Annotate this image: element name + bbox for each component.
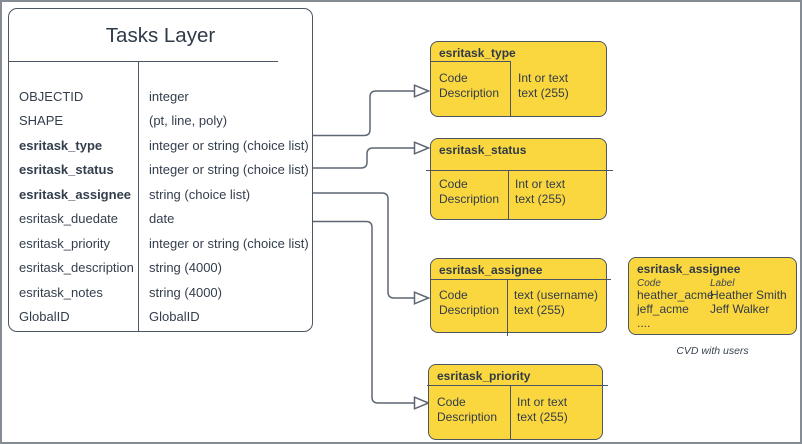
- field-name: esritask_duedate: [19, 211, 119, 227]
- cvd-field: Description: [439, 85, 500, 100]
- arrowhead-esritask-priority: [413, 396, 431, 410]
- cvd-type: text (255): [517, 409, 568, 424]
- cvd-field: Code: [439, 288, 468, 302]
- cvd-type-column: Int or text text (255): [518, 71, 569, 100]
- field-name: esritask_priority: [19, 235, 111, 251]
- cvd-box-title: esritask_priority: [437, 369, 531, 383]
- table-title: Tasks Layer: [105, 24, 216, 47]
- connector-esritask-priority: [313, 220, 415, 404]
- cvd-type: text (255): [518, 85, 569, 100]
- cvd-field: Code: [439, 177, 468, 191]
- field-name: esritask_description: [19, 260, 134, 276]
- cvd-box-esritask-type[interactable]: esritask_type Code Description Int or te…: [430, 41, 607, 117]
- cvd-field-column: Code Description: [439, 288, 499, 317]
- cvd-type: Int or text: [517, 395, 568, 409]
- value-code: jeff_acme: [637, 301, 689, 316]
- value-code: heather_acme: [637, 288, 714, 302]
- connector-esritask-assignee: [313, 192, 415, 299]
- cvd-type-column: Int or text text (255): [517, 395, 568, 424]
- column-divider-line: [508, 169, 510, 219]
- assignee-values-box[interactable]: esritask_assignee Code Label heather_acme…: [628, 257, 797, 335]
- values-box-title: esritask_assignee: [637, 262, 741, 276]
- title-underline: [426, 169, 613, 171]
- value-row: jeff_acme Jeff Walker: [637, 301, 787, 317]
- cvd-field-column: Code Description: [439, 177, 499, 206]
- field-name: esritask_assignee: [19, 186, 132, 202]
- cvd-field: Description: [439, 191, 500, 206]
- values-column-headers: Code Label: [637, 278, 792, 289]
- cvd-type: Int or text: [515, 177, 566, 191]
- column-divider-line: [507, 278, 509, 336]
- cvd-field-column: Code Description: [439, 71, 499, 100]
- cvd-box-title: esritask_status: [439, 143, 527, 157]
- cvd-box-esritask-priority[interactable]: esritask_priority Code Description Int o…: [427, 364, 608, 440]
- tasks-layer-table[interactable]: Tasks Layer OBJECTID SHAPE esritask_type…: [8, 8, 313, 332]
- field-name: esritask_notes: [19, 284, 103, 300]
- field-type: string (choice list): [149, 186, 251, 202]
- arrowhead-esritask-assignee: [413, 291, 431, 305]
- cvd-box-esritask-assignee[interactable]: esritask_assignee Code Description text …: [430, 258, 611, 336]
- value-row: ....: [637, 315, 787, 331]
- value-label: Heather Smith: [710, 288, 787, 302]
- cvd-type-column: text (username) text (255): [514, 288, 598, 317]
- cvd-type: text (255): [514, 302, 565, 317]
- label-column-header: Label: [710, 278, 735, 289]
- cvd-field-column: Code Description: [437, 395, 497, 424]
- code-column-header: Code: [637, 278, 661, 289]
- cvd-field: Description: [439, 302, 500, 317]
- field-name: OBJECTID: [19, 89, 84, 104]
- field-name: esritask_type: [19, 137, 103, 153]
- field-type: date: [149, 211, 175, 227]
- title-underline: [427, 384, 608, 386]
- connector-esritask-status: [313, 147, 415, 169]
- arrowhead-esritask-status: [413, 141, 431, 155]
- cvd-type: text (username): [514, 288, 599, 302]
- field-type: integer: [149, 89, 189, 104]
- value-row: heather_acmeHeather Smith: [637, 288, 787, 303]
- field-name: SHAPE: [19, 113, 64, 129]
- cvd-type: Int or text: [518, 71, 569, 85]
- cvd-box-esritask-status[interactable]: esritask_status Code Description Int or …: [426, 138, 613, 220]
- title-underline: [431, 60, 511, 62]
- field-name: GlobalID: [19, 308, 70, 324]
- cvd-field: Code: [437, 395, 466, 409]
- cvd-type-column: Int or text text (255): [515, 177, 566, 206]
- column-divider-line: [510, 60, 512, 117]
- field-type: string (4000): [149, 260, 222, 276]
- value-label: Jeff Walker: [710, 301, 770, 316]
- title-underline: [431, 278, 611, 280]
- arrowhead-esritask-type: [413, 84, 431, 98]
- title-separator-line: [8, 60, 278, 62]
- field-name: esritask_status: [19, 162, 114, 178]
- cvd-box-title: esritask_type: [439, 46, 516, 60]
- field-type: (pt, line, poly): [149, 113, 228, 129]
- field-type: integer or string (choice list): [149, 235, 309, 251]
- cvd-box-title: esritask_assignee: [439, 263, 543, 277]
- cvd-type: text (255): [515, 191, 566, 206]
- field-type: integer or string (choice list): [149, 137, 309, 153]
- column-divider-line: [137, 60, 139, 331]
- cvd-caption: CVD with users: [676, 345, 749, 357]
- field-type-column: integer (pt, line, poly) integer or stri…: [149, 85, 311, 329]
- cvd-field: Description: [437, 409, 498, 424]
- field-type: GlobalID: [149, 308, 200, 324]
- cvd-field: Code: [439, 71, 468, 85]
- values-rows: heather_acmeHeather Smith jeff_acme Jeff …: [637, 288, 787, 331]
- value-code: ....: [637, 315, 651, 330]
- field-type: integer or string (choice list): [149, 162, 309, 178]
- field-type: string (4000): [149, 284, 222, 300]
- connector-esritask-type: [313, 90, 415, 137]
- column-divider-line: [510, 384, 512, 439]
- field-name-column: OBJECTID SHAPE esritask_type esritask_st…: [19, 85, 135, 329]
